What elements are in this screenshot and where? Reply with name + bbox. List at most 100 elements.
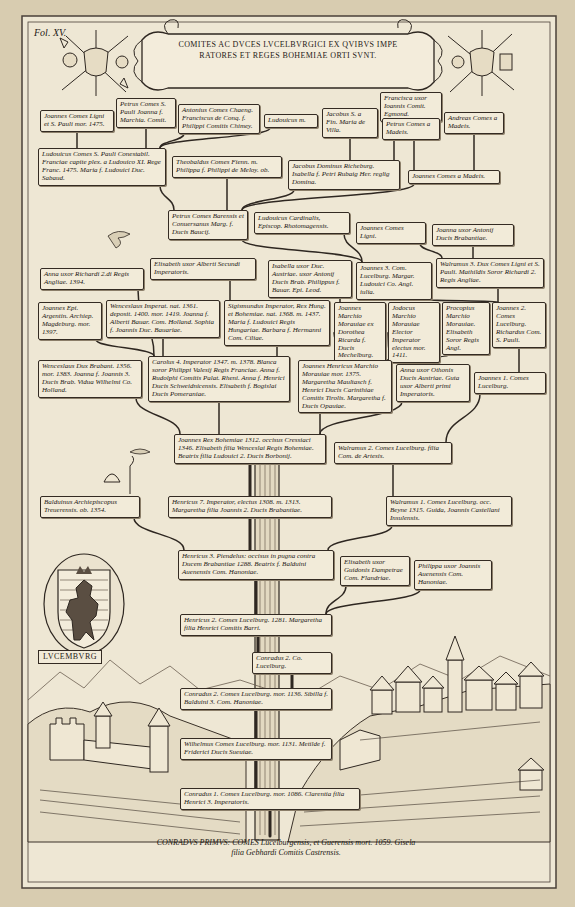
ribbon-text: Joanna uxor Antonij Ducis Brabantiae. <box>436 227 510 243</box>
ribbon-text: Petrus Comes S. Pauli Joanna f. Marchia.… <box>120 101 172 125</box>
name-ribbon: Elisabeth uxor Guidonis Dampetrae Com. F… <box>340 556 410 586</box>
name-ribbon: Joannes Marchio Morauiae ex Dorothea Ric… <box>334 302 386 363</box>
ribbon-text: Conradus 2. Comes Lucelburg. mor. 1136. … <box>184 691 328 707</box>
ribbon-text: Joannes Comes a Madeis. <box>412 173 496 181</box>
name-ribbon: Jodocus Marchio Morauiae Elector Imperat… <box>388 302 440 363</box>
ribbon-text: Jodocus Marchio Morauiae Elector Imperat… <box>392 305 436 360</box>
ribbon-text: Antonius Comes Chaeng. Franciscus de Con… <box>182 107 256 131</box>
branch-line <box>160 186 174 210</box>
branch-line <box>226 178 228 210</box>
ribbon-text: Philippa uxor Joannis Auenensis Com. Han… <box>418 563 488 587</box>
name-ribbon: Carolus 4. Imperator 1347. m. 1378. Blan… <box>148 356 290 402</box>
name-ribbon: Joannes Henricus Marchio Morauiae mor. 1… <box>298 360 392 413</box>
ribbon-text: Wenceslaus Dux Brabant. 1356. mor. 1383.… <box>42 363 138 395</box>
name-ribbon: Joannes Comes a Madeis. <box>408 170 500 184</box>
ribbon-text: Joannes Epi. Argentin. Archiep. Magdebur… <box>42 305 98 337</box>
name-ribbon: Walramus 2. Comes Lucelburg. filia Com. … <box>334 442 452 464</box>
name-ribbon: Henricus 2. Comes Lucelburg. 1281. Marga… <box>180 614 332 636</box>
name-ribbon: Andreas Comes a Madeis. <box>444 112 504 134</box>
ribbon-text: Francisca uxor Ioannis Comit. Egmond. <box>384 95 438 119</box>
ribbon-text: Wenceslaus Imperat. nat. 1361. deposit. … <box>110 303 216 335</box>
ribbon-text: Elisabeth uxor Alberti Secundi Imperator… <box>154 261 252 277</box>
ribbon-text: Carolus 4. Imperator 1347. m. 1378. Blan… <box>152 359 286 399</box>
name-ribbon: Joanna uxor Antonij Ducis Brabantiae. <box>432 224 514 246</box>
ribbon-text: Henricus 2. Comes Lucelburg. 1281. Marga… <box>184 617 328 633</box>
name-ribbon: Joannes 3. Com. Lucelburg. Margar. Ludou… <box>356 262 432 300</box>
title-cartouche: COMITES AC DVCES LVCELBVRGICI EX QVIBVS … <box>168 40 408 62</box>
ribbon-text: Procopius Marchio Morauiae. Elisabeth So… <box>446 305 486 352</box>
name-ribbon: Ludouicus Cardinalis, Episcop. Rhotomage… <box>254 212 350 234</box>
ribbon-text: Joannes Rex Bohemiae 1312. occisus Cress… <box>178 437 322 461</box>
ribbon-text: Joannes Marchio Morauiae ex Dorothea Ric… <box>338 305 382 360</box>
branch-line <box>242 240 362 262</box>
ribbon-text: Walramus 3. Dux Comes Ligni et S. Pauli.… <box>440 261 540 285</box>
ribbon-text: Ludouicus m. <box>268 117 314 125</box>
ribbon-text: Henricus 3. Piendelus: occisus in pugna … <box>182 553 330 577</box>
folio-label: Fol. XV. <box>34 27 66 38</box>
ribbon-text: CONRADVS PRIMVS: COMES Lucelburgensis, e… <box>153 838 419 858</box>
name-ribbon: Joannes Comes Ligni et S. Pauli mor. 147… <box>40 110 114 132</box>
branch-line <box>162 338 164 356</box>
name-ribbon: Joannes Rex Bohemiae 1312. occisus Cress… <box>174 434 326 464</box>
branch-line <box>420 244 442 258</box>
ribbon-text: Ludouicus Cardinalis, Episcop. Rhotomage… <box>258 215 346 231</box>
branch-line <box>472 246 474 258</box>
ribbon-text: Walramus 2. Comes Lucelburg. filia Com. … <box>338 445 448 461</box>
name-ribbon: Petrus Comes S. Pauli Joanna f. Marchia.… <box>116 98 176 128</box>
name-ribbon: Ludouicus m. <box>264 114 318 128</box>
trunk-line <box>291 674 294 688</box>
trunk-line <box>249 518 252 550</box>
name-ribbon: Henricus 3. Piendelus: occisus in pugna … <box>178 550 334 580</box>
ribbon-text: Anna uxor Othonis Ducis Austriae. Guta u… <box>400 367 466 399</box>
ribbon-text: Joannes Comes Ligni et S. Pauli mor. 147… <box>44 113 110 129</box>
ribbon-text: Andreas Comes a Madeis. <box>448 115 500 131</box>
ribbon-text: Joannes Henricus Marchio Morauiae mor. 1… <box>302 363 388 410</box>
name-ribbon: Conradus 2. Co. Lucelburg. <box>252 652 332 674</box>
ribbon-text: Sigismundus Imperator, Rex Hung. et Bohe… <box>228 303 326 343</box>
branch-line <box>229 280 231 300</box>
trunk-line <box>269 810 272 836</box>
title-text: COMITES AC DVCES LVCELBVRGICI EX QVIBVS … <box>168 40 408 62</box>
ribbon-text: Elisabeth uxor Guidonis Dampetrae Com. F… <box>344 559 406 583</box>
name-ribbon: Ludouicus Comes S. Pauli Conestabil. Fra… <box>38 148 166 186</box>
ribbon-text: Joannes 2. Comes Lucelburg. Richardus Co… <box>496 305 542 345</box>
ribbon-text: Balduinus Archiepiscopus Treuerensis. ob… <box>44 499 136 515</box>
ribbon-text: Henricus 7. Imperator, electus 1308. m. … <box>172 499 328 515</box>
name-ribbon: Joannes Epi. Argentin. Archiep. Magdebur… <box>38 302 102 340</box>
name-ribbon: Wenceslaus Dux Brabant. 1356. mor. 1383.… <box>38 360 142 398</box>
name-ribbon: Isabella uxor Duc. Austriae. uxor Antoni… <box>268 260 352 298</box>
name-ribbon: Joannes 2. Comes Lucelburg. Richardus Co… <box>492 302 546 348</box>
name-ribbon: Jacobus Dominus Richeburg. Isabella f. P… <box>288 160 400 190</box>
branch-line <box>473 134 475 170</box>
branch-line <box>136 398 180 434</box>
ribbon-text: Walramus 1. Comes Lucelburg. occ. Beyne … <box>390 499 508 523</box>
ribbon-text: Joannes 1. Comes Lucelburg. <box>478 375 542 391</box>
name-ribbon: Petrus Comes a Madeis. <box>382 118 440 140</box>
branch-line <box>328 526 392 550</box>
name-ribbon: Jacobus S. a Fin. Maria de Villa. <box>322 108 378 138</box>
name-ribbon: Philippa uxor Joannis Auenensis Com. Han… <box>414 560 492 590</box>
ribbon-text: Joannes 3. Com. Lucelburg. Margar. Ludou… <box>360 265 428 297</box>
trunk-line <box>255 710 258 738</box>
branch-line <box>145 128 147 148</box>
name-ribbon: Wenceslaus Imperat. nat. 1361. deposit. … <box>106 300 220 338</box>
ribbon-text: Isabella uxor Duc. Austriae. uxor Antoni… <box>272 263 348 295</box>
name-ribbon: Procopius Marchio Morauiae. Elisabeth So… <box>442 302 490 355</box>
name-ribbon: Theobaldus Comes Fienn. m. Philippa f. P… <box>172 156 282 178</box>
name-ribbon: Balduinus Archiepiscopus Treuerensis. ob… <box>40 496 140 518</box>
ribbon-text: Wilhelmus Comes Lucelburg. mor. 1131. Me… <box>184 741 328 757</box>
branch-line <box>518 348 520 372</box>
ribbon-text: Petrus Comes a Madeis. <box>386 121 436 137</box>
ribbon-text: Ludouicus Comes S. Pauli Conestabil. Fra… <box>42 151 162 183</box>
ribbon-text: Jacobus Dominus Richeburg. Isabella f. P… <box>292 163 396 187</box>
branch-line <box>276 346 278 356</box>
name-ribbon: Anna uxor Richardi 2.di Regis Angliae. 1… <box>40 268 144 290</box>
place-name: LVCEMBVRG <box>38 650 102 664</box>
name-ribbon: Antonius Comes Chaeng. Franciscus de Con… <box>178 104 260 134</box>
name-ribbon: Wilhelmus Comes Lucelburg. mor. 1131. Me… <box>180 738 332 760</box>
ribbon-text: Anna uxor Richardi 2.di Regis Angliae. 1… <box>44 271 140 287</box>
name-ribbon: Conradus 2. Comes Lucelburg. mor. 1136. … <box>180 688 332 710</box>
trunk-line <box>255 580 258 614</box>
name-ribbon: Elisabeth uxor Alberti Secundi Imperator… <box>150 258 256 280</box>
